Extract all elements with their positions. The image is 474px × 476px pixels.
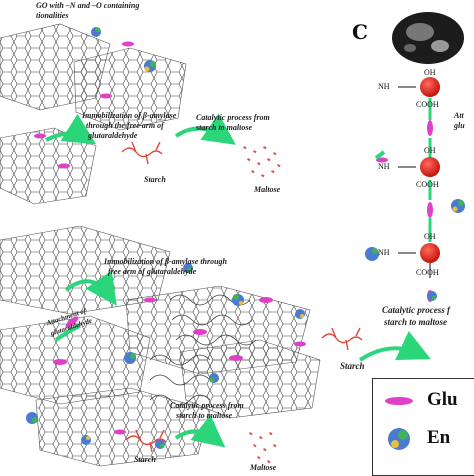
panel-b-graphene-stack	[0, 225, 321, 467]
panel-c-nh2-3: NH	[378, 248, 390, 257]
panel-b-chains	[149, 294, 257, 406]
panel-c-nh2-2: NH	[378, 162, 390, 171]
panel-b-starch-label: Starch	[134, 455, 156, 464]
legend-item-2-label: En	[427, 427, 451, 448]
panel-c-sem-image	[392, 12, 464, 64]
panel-a-graphene-sheet-3	[0, 127, 97, 205]
panel-c-cooh-1: COOH	[416, 100, 439, 109]
panel-a-maltose-dots	[242, 145, 281, 178]
panel-a-catalytic-line-1: Catalytic process from	[196, 113, 270, 122]
panel-c-cooh-2: COOH	[416, 180, 439, 189]
glutaraldehyde-icon	[385, 397, 413, 405]
panel-c-nh2-1: NH	[378, 82, 390, 91]
enzyme-icon	[388, 428, 410, 450]
panel-a-title-line-1: GO with –N and –O containing	[36, 1, 140, 10]
panel-b-maltose-dots	[249, 432, 277, 464]
legend: Glu En	[372, 378, 474, 476]
panel-a-catalytic-line-2: starch to maltose	[196, 123, 253, 132]
panel-c-attach-line-1: Att	[454, 111, 464, 120]
panel-c-cooh-3: COOH	[416, 268, 439, 277]
panel-a-maltose-label: Maltose	[254, 185, 281, 194]
panel-c-oh-2: OH	[424, 146, 436, 155]
panel-a-immob-line-3: glutaraldehyde	[88, 131, 138, 140]
panel-c-node-3	[420, 243, 440, 263]
panel-c-catalytic-line-2: starch to maltose	[384, 317, 448, 327]
panel-c-catalytic-line-1: Catalytic process f	[382, 305, 450, 315]
panel-b-immob-line-2: free arm of glutaraldehyde	[108, 267, 197, 276]
reaction-arrows	[45, 113, 431, 448]
panel-a-starch-label: Starch	[144, 175, 166, 184]
panel-c-node-2	[420, 157, 440, 177]
panel-a-graphene-sheet-2	[73, 47, 187, 131]
panel-c-oh-1: OH	[424, 68, 436, 77]
enzyme-molecules	[26, 27, 465, 449]
panel-a-starch-icon	[121, 141, 163, 165]
legend-item-1-label: Glu	[427, 389, 458, 410]
panel-b-starch-icon	[125, 429, 167, 453]
panel-a-immob-line-1: Immobilization of β-amylase	[82, 111, 177, 120]
glutaraldehyde-linkers	[34, 41, 433, 435]
panel-c-oh-3: OH	[424, 232, 436, 241]
panel-b-immob-line-1: Immobilization of β-amylase through	[104, 257, 228, 266]
panel-c-starch-icon	[321, 327, 363, 351]
panel-c-node-1	[420, 77, 440, 97]
panel-b-catalytic-line-1: Catalytic process from	[170, 401, 244, 410]
panel-b-maltose-label: Maltose	[250, 463, 277, 472]
panel-c-starch-label: Starch	[340, 361, 365, 371]
panel-c-chain	[398, 86, 432, 278]
panel-b-catalytic-line-2: starch to maltose	[176, 411, 233, 420]
panel-a-immob-line-2: through the free arm of	[86, 121, 164, 130]
panel-c-letter: C	[352, 20, 368, 44]
panel-c-attach-line-2: glu	[454, 121, 465, 130]
legend-icons	[385, 397, 413, 450]
panel-a-title-line-2: tionalities	[36, 11, 69, 20]
